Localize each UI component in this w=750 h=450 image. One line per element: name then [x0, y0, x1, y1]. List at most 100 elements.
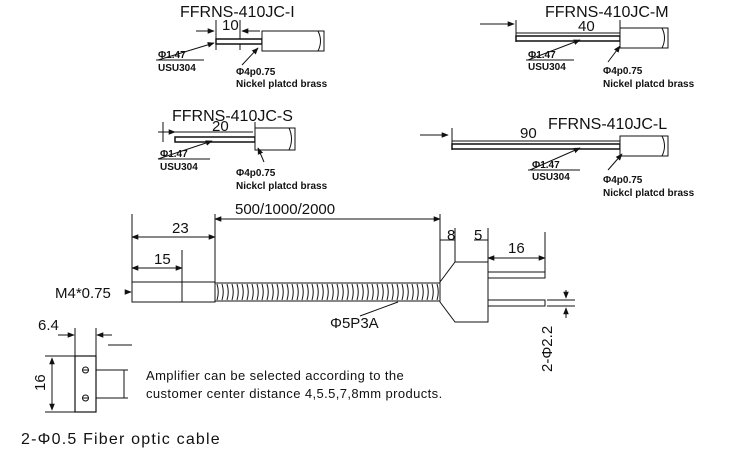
- variant-l-leader-probe: [529, 147, 581, 171]
- thread-spec: M4*0.75: [55, 285, 111, 302]
- sheath-ridge: [291, 283, 294, 301]
- sheath-ridge: [231, 283, 234, 301]
- variant-i-probe: [215, 38, 263, 45]
- sheath-ridge: [421, 283, 424, 301]
- sensor-head-threaded: [131, 281, 183, 303]
- sheath-ridge: [401, 283, 404, 301]
- variant-s-probe-mat: USU304: [160, 162, 198, 173]
- sheath-ridge: [301, 283, 304, 301]
- variant-l-detail: FFRNS-410JC-L 90 Φ1.47 USU304 Φ4p0.75 Ni…: [420, 116, 695, 199]
- sheath-ridge: [321, 283, 324, 301]
- sheath-ridge: [216, 283, 219, 301]
- note-line-2: customer center distance 4,5.5,7,8mm pro…: [146, 386, 443, 401]
- variant-s-model: FFRNS-410JC-S: [172, 108, 293, 125]
- sheath-ridge: [296, 283, 299, 301]
- sheath-ridge: [416, 283, 419, 301]
- variant-l-sleeve: [619, 135, 669, 157]
- sheath-ridge: [366, 283, 369, 301]
- sheath-ridge: [266, 283, 269, 301]
- end-face-width: 6.4: [38, 317, 59, 334]
- variant-m-break: [661, 27, 665, 49]
- variant-m-sleeve: [619, 27, 669, 49]
- amplifier-plug: [439, 261, 489, 323]
- fiber-dia-label: 2-Φ2.2: [539, 326, 556, 372]
- caption: 2-Φ0.5 Fiber optic cable: [21, 431, 221, 448]
- variant-s-sleeve-dia: Φ4p0.75: [236, 168, 276, 179]
- variant-s-probe-dia: Φ1.47: [160, 149, 188, 160]
- variant-i-sleeve-dia: Φ4p0.75: [236, 67, 276, 78]
- sheath-ridge: [391, 283, 394, 301]
- variant-s-detail: FFRNS-410JC-S 20 Φ1.47 USU304 Φ4p0.75 Ni…: [157, 108, 328, 192]
- sheath-ridge: [236, 283, 239, 301]
- variant-i-detail: FFRNS-410JC-I 10 Φ1.47 USU304 Φ4p0.75 Ni…: [156, 4, 328, 90]
- sheath-ridge: [221, 283, 224, 301]
- sheath-ridge: [326, 283, 329, 301]
- variant-i-leader-probe: [157, 42, 215, 61]
- variant-m-sleeve-mat: Nickel platcd brass: [603, 79, 695, 90]
- variant-l-break: [661, 135, 665, 157]
- variant-i-break: [317, 30, 321, 52]
- sheath-ridge: [341, 283, 344, 301]
- variant-m-probe-dia: Φ1.47: [528, 50, 556, 61]
- sheath-ridge: [381, 283, 384, 301]
- sheath-ridge: [286, 283, 289, 301]
- sheath-ridge: [331, 283, 334, 301]
- variant-l-probe-mat: USU304: [532, 172, 570, 183]
- sheath-ridge: [346, 283, 349, 301]
- sheath-ridge: [246, 283, 249, 301]
- variant-s-leader-probe: [157, 140, 213, 160]
- end-face-view: 6.4 16: [32, 317, 132, 413]
- sheath-ridge: [281, 283, 284, 301]
- sheath-ridge: [251, 283, 254, 301]
- sheath-ridge: [431, 283, 434, 301]
- sheath-ridge: [411, 283, 414, 301]
- sheath-leader: [359, 301, 399, 317]
- cable-length-label: 500/1000/2000: [235, 201, 335, 218]
- head-length-label: 23: [172, 220, 189, 237]
- sheath-ridge: [311, 283, 314, 301]
- variant-l-model: FFRNS-410JC-L: [548, 116, 667, 133]
- variant-s-leader-sleeve: [257, 147, 265, 163]
- variant-i-length: 10: [222, 17, 239, 34]
- sheath-ridge: [316, 283, 319, 301]
- variant-i-probe-mat: USU304: [158, 63, 196, 74]
- variant-s-break: [288, 127, 292, 151]
- sheath-ridge: [271, 283, 274, 301]
- sheath-ridge: [306, 283, 309, 301]
- variant-i-leader-sleeve: [241, 47, 259, 66]
- sheath-ridge: [386, 283, 389, 301]
- sheath-ridge: [256, 283, 259, 301]
- plug-dim-2: 5: [474, 227, 482, 244]
- variant-m-probe-mat: USU304: [528, 62, 566, 73]
- end-face-block: [74, 355, 97, 413]
- sheath-ridge: [361, 283, 364, 301]
- variant-m-detail: FFRNS-410JC-M 40 Φ1.47 USU304 Φ4p0.75 Ni…: [480, 4, 695, 90]
- main-assembly: 500/1000/2000 23 15 M4*0.75 Φ5P3A 8 5: [55, 201, 575, 372]
- end-face-height-label: 16: [32, 374, 49, 391]
- variant-m-model: FFRNS-410JC-M: [545, 4, 669, 21]
- variant-l-sleeve-dia: Φ4p0.75: [603, 175, 643, 186]
- fiber-upper: [487, 271, 546, 279]
- sheath-ridge: [351, 283, 354, 301]
- variant-l-leader-sleeve: [607, 153, 623, 171]
- variant-i-model: FFRNS-410JC-I: [180, 4, 295, 21]
- sensor-head-body: [181, 281, 216, 303]
- sheath-ridge: [406, 283, 409, 301]
- fiber-length-label: 16: [508, 240, 525, 257]
- plug-dim-1: 8: [447, 227, 455, 244]
- variant-s-sleeve-mat: Nickcl platcd brass: [236, 181, 328, 192]
- sheath-label: Φ5P3A: [330, 315, 379, 332]
- variant-m-leader-probe: [527, 39, 581, 61]
- variant-s-length: 20: [212, 118, 229, 135]
- sheath-ridge: [336, 283, 339, 301]
- note-line-1: Amplifier can be selected according to t…: [146, 368, 404, 383]
- fiber-lower: [487, 299, 546, 307]
- variant-i-sleeve: [261, 30, 325, 52]
- variant-m-sleeve-dia: Φ4p0.75: [603, 66, 643, 77]
- variant-i-sleeve-mat: Nickel platcd brass: [236, 79, 328, 90]
- sheath-ridge: [241, 283, 244, 301]
- thread-length-label: 15: [154, 251, 171, 268]
- variant-l-sleeve-mat: Nickcl platcd brass: [603, 188, 695, 199]
- sheath-ridge: [376, 283, 379, 301]
